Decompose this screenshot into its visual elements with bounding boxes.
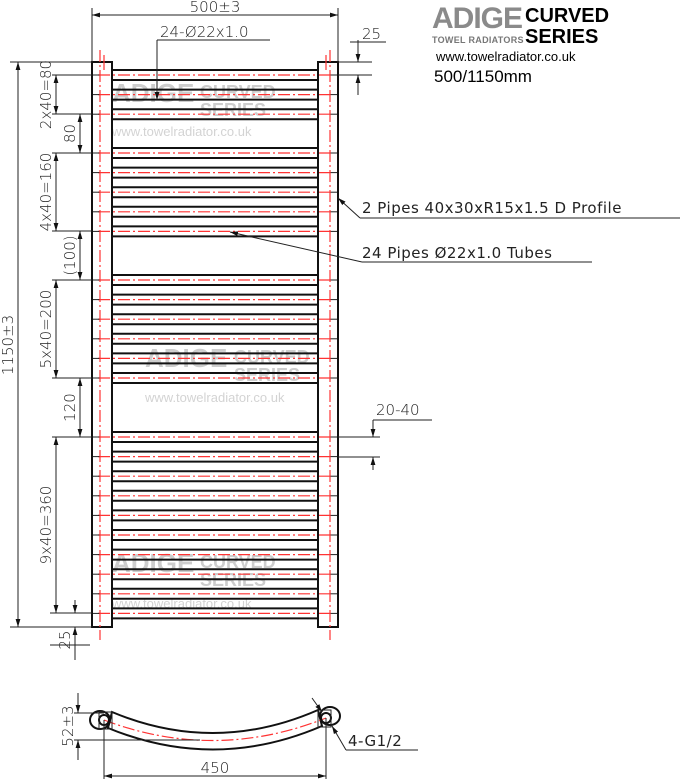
watermark-url: www.towelradiator.co.uk [144,390,285,405]
tube [92,548,338,561]
connection-range-label: 20-40 [376,401,420,419]
tube [92,529,338,541]
spacing-label: 120 [61,393,79,422]
height-label: 1150±3 [0,315,17,375]
spacing-label: (100) [61,235,79,275]
tube [92,225,338,238]
pipes-note: 2 Pipes 40x30xR15x1.5 D Profile [337,197,680,219]
watermark-top: ADIGE CURVED SERIES www.towelradiator.co… [111,78,276,139]
series-line2: SERIES [525,26,598,48]
top-offset-dimension: 25 [338,25,386,95]
right-connection [319,706,341,726]
logo-website: www.towelradiator.co.uk [435,49,576,64]
spacing-dimension: 5x40=200 [37,279,92,379]
tube [92,313,338,326]
tube [92,205,338,218]
tube [92,108,338,121]
watermark-line1: CURVED [234,347,310,367]
tube [92,88,338,101]
tube [92,431,338,443]
tubes-note: 24 Pipes Ø22x1.0 Tubes [229,231,592,263]
height-dimension: 1150±3 [0,61,92,628]
tube [92,147,338,159]
tube-callout: 24-Ø22x1.0 [154,23,270,100]
tube [92,274,338,286]
width-label: 500±3 [190,0,241,16]
tube [92,450,338,463]
spacing-label: 5x40=200 [37,290,55,369]
spacing-dimension: 80 [61,113,92,154]
spacing-label: 2x40=80 [37,60,55,129]
logo-subtitle: TOWEL RADIATORS [432,35,524,45]
tube [92,69,338,81]
spacing-dimension: 9x40=360 [37,436,92,614]
tube [92,509,338,522]
tube [92,352,338,365]
right-bar [317,61,339,628]
watermark-brand: ADIGE [112,548,194,578]
left-bar [91,61,113,628]
pipes-note-label: 2 Pipes 40x30xR15x1.5 D Profile [362,199,622,217]
series-line1: CURVED [525,5,609,27]
size-label: 500/1150mm [434,67,532,86]
watermark-line1: CURVED [200,552,276,572]
tubes [92,69,338,620]
tube [92,568,338,581]
side-bars [91,50,339,640]
side-view: 52±3 450 4-G1/2 [59,693,418,779]
bottom-offset-label: 25 [56,630,74,649]
spacing-label: 80 [61,124,79,143]
bottom-offset-dimension: 25 [50,600,92,660]
brand-logo: ADIGE TOWEL RADIATORS CURVED SERIES www.… [432,2,609,86]
connection-range-dimension: 20-40 [338,401,432,470]
spacing-dimension: 4x40=160 [37,152,92,232]
tube [92,372,338,384]
spacing-dimension: 2x40=80 [37,60,92,129]
depth-label: 52±3 [59,705,77,746]
spacing-dimensions: 2x40=80 80 4x40=160 (100) 5x40=200 120 9x40=36… [37,60,92,614]
watermark-url: www.towelradiator.co.uk [111,124,252,139]
tube [92,607,338,620]
width-dimension: 500±3 [91,0,339,62]
tubes-note-label: 24 Pipes Ø22x1.0 Tubes [362,244,552,262]
tube [92,470,338,483]
spacing-dimension: 120 [61,377,92,438]
watermark-line1: CURVED [200,82,276,102]
watermark-brand: ADIGE [112,78,194,108]
centers-label: 450 [201,759,230,777]
tube-callout-label: 24-Ø22x1.0 [160,23,249,41]
tube [92,587,338,600]
tube [92,332,338,345]
connection-note-label: 4-G1/2 [348,732,402,750]
tube [92,186,338,199]
spacing-label: 9x40=360 [37,486,55,565]
logo-brand: ADIGE [432,2,522,35]
spacing-label: 4x40=160 [37,153,55,232]
top-offset-label: 25 [362,25,381,43]
tube [92,489,338,502]
tube [92,166,338,179]
tube [92,293,338,306]
watermark-line2: SERIES [234,365,300,385]
spacing-dimension: (100) [61,230,92,281]
